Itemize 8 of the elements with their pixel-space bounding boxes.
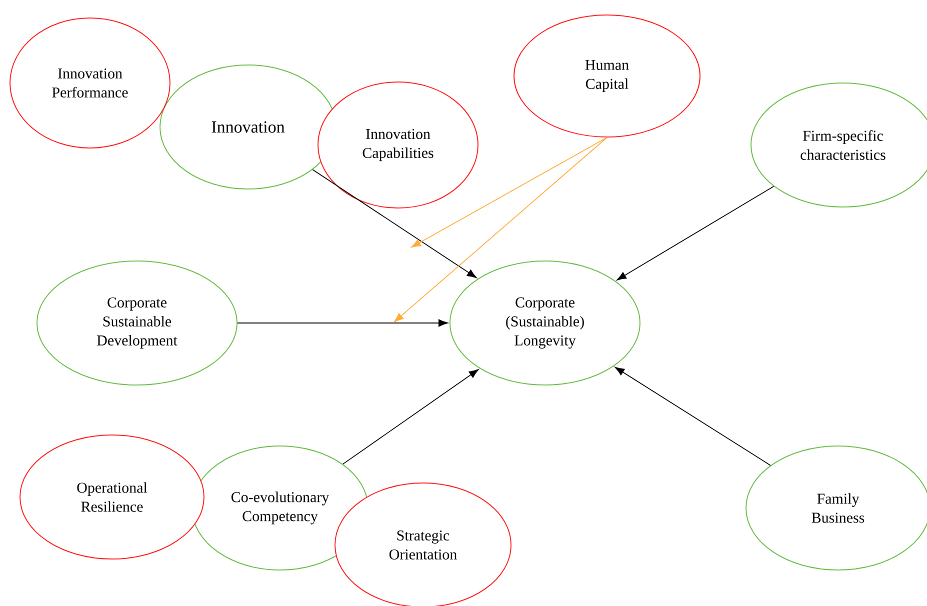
arrow: [394, 137, 608, 322]
arrow: [616, 186, 774, 280]
arrow: [237, 319, 448, 327]
arrow: [312, 169, 477, 278]
arrow: [614, 366, 771, 466]
node-label: Strategic Orientation: [389, 530, 457, 560]
arrow: [342, 369, 479, 465]
arrow: [411, 137, 608, 248]
